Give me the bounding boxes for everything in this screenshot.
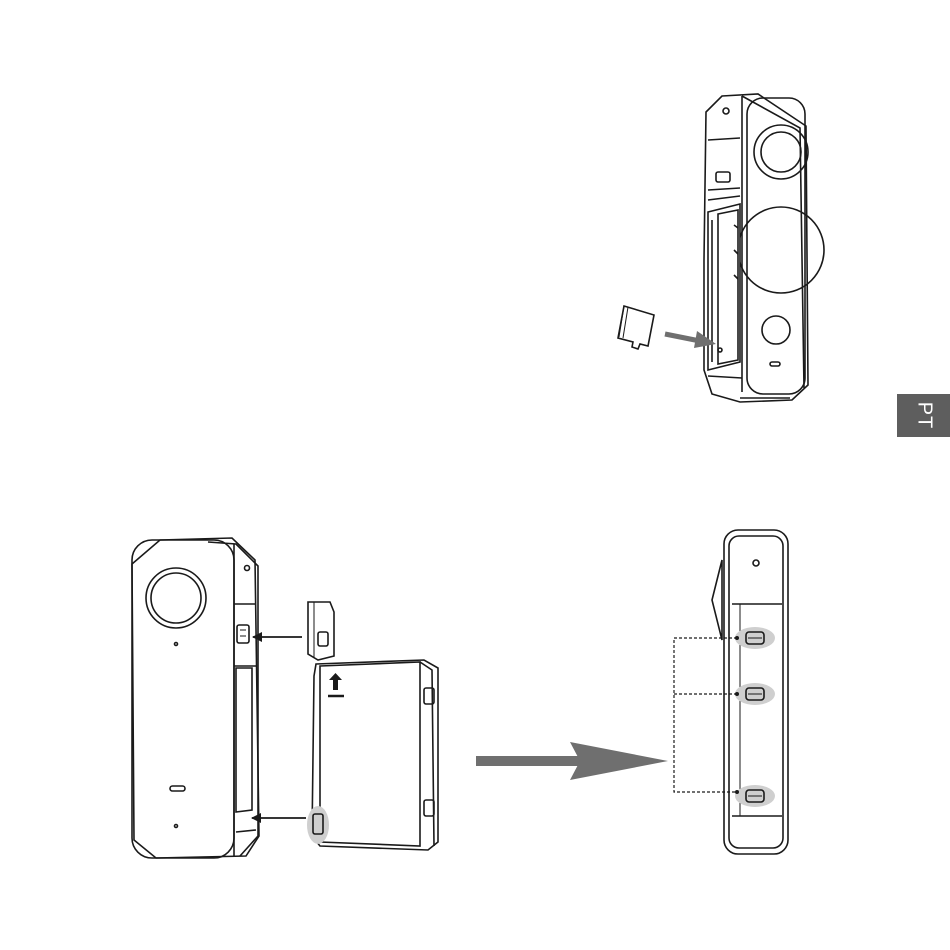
big-arrow-icon <box>476 742 668 780</box>
camera-side-figure <box>674 530 788 854</box>
sd-card-figure <box>618 94 824 402</box>
language-tab-label: PT <box>912 402 935 430</box>
camera-back-icon <box>704 94 824 402</box>
language-tab: PT <box>897 394 950 437</box>
sd-card-icon <box>618 306 654 349</box>
lens-cover-icon <box>308 602 334 660</box>
arrow-icon <box>252 637 306 818</box>
battery-icon <box>307 660 438 850</box>
camera-front-icon <box>132 538 259 858</box>
battery-install-figure <box>132 538 438 858</box>
